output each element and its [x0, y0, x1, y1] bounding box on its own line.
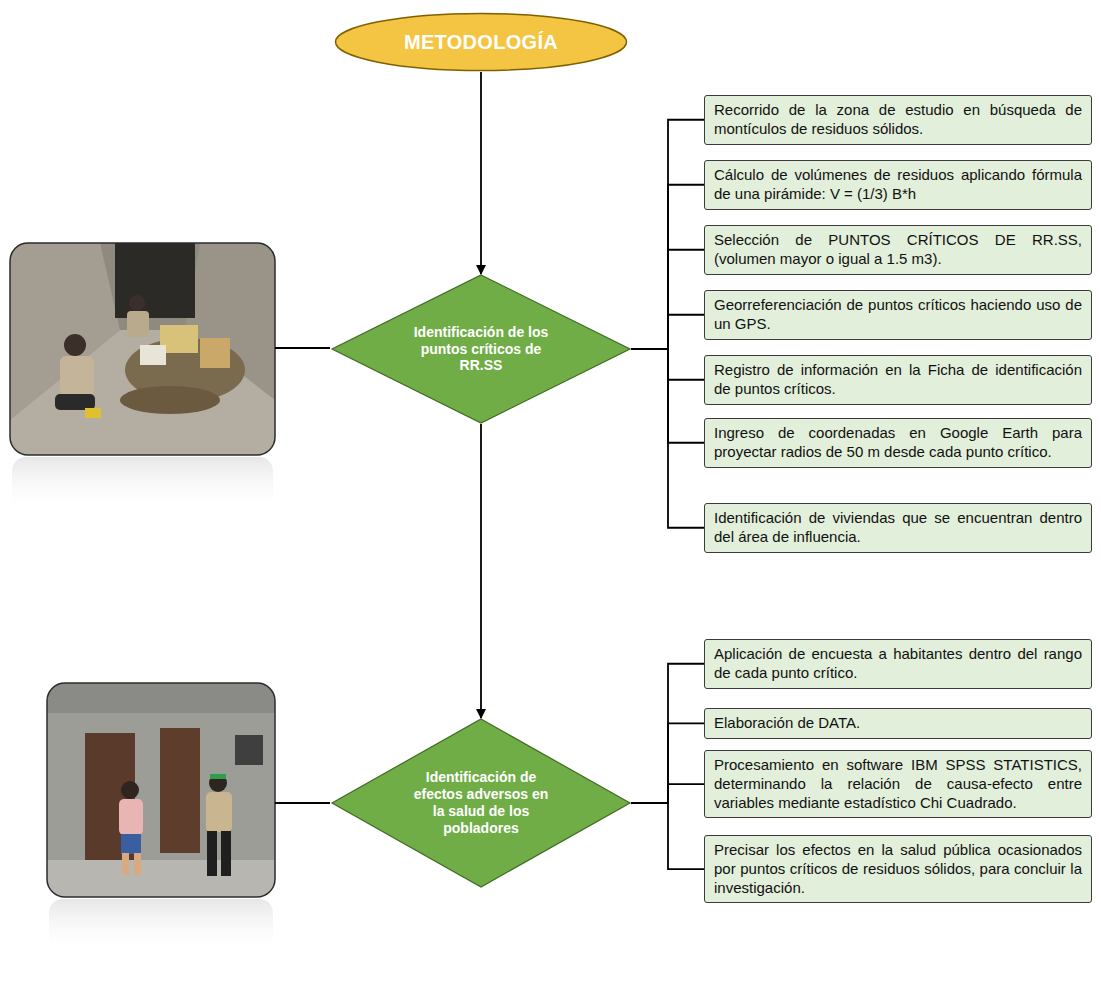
- bracket-line: [631, 315, 704, 349]
- node-text: Elaboración de DATA.: [714, 714, 1082, 733]
- process-box: Ingreso de coordenadas en Google Earth p…: [704, 418, 1092, 468]
- node-text: Identificación de efectos adversos en la…: [411, 769, 551, 836]
- node-text: Procesamiento en software IBM SPSS STATI…: [714, 756, 1082, 812]
- bracket-line: [631, 723, 704, 803]
- node-text: Identificación de los puntos críticos de…: [411, 324, 551, 374]
- process-box: Precisar los efectos en la salud pública…: [704, 835, 1092, 903]
- node-text: Selección de PUNTOS CRÍTICOS DE RR.SS, (…: [714, 231, 1082, 269]
- node-text: METODOLOGÍA: [404, 31, 558, 54]
- node-text: Recorrido de la zona de estudio en búsqu…: [714, 101, 1082, 139]
- bracket-line: [631, 250, 704, 349]
- bracket-line: [631, 349, 704, 528]
- node-text: Identificación de viviendas que se encue…: [714, 509, 1082, 547]
- node-text: Registro de información en la Ficha de i…: [714, 361, 1082, 399]
- process-box: Recorrido de la zona de estudio en búsqu…: [704, 95, 1092, 145]
- node-text: Aplicación de encuesta a habitantes dent…: [714, 645, 1082, 683]
- process-box: Procesamiento en software IBM SPSS STATI…: [704, 750, 1092, 818]
- decision-diamond: Identificación de los puntos críticos de…: [331, 274, 631, 424]
- bracket-line: [631, 185, 704, 349]
- photo-link-line: [275, 802, 330, 804]
- node-text: Cálculo de volúmenes de residuos aplican…: [714, 166, 1082, 204]
- bracket-line: [631, 803, 704, 869]
- process-box: Identificación de viviendas que se encue…: [704, 503, 1092, 553]
- photo-link-line: [275, 347, 330, 349]
- decision-diamond: Identificación de efectos adversos en la…: [331, 718, 631, 888]
- process-box: Aplicación de encuesta a habitantes dent…: [704, 639, 1092, 689]
- node-text: Georreferenciación de puntos críticos ha…: [714, 296, 1082, 334]
- flow-arrow: [480, 424, 482, 718]
- start-ellipse: METODOLOGÍA: [334, 12, 628, 72]
- survey-photo: [47, 683, 275, 954]
- bracket-line: [631, 784, 704, 803]
- photo-reflection: [12, 457, 273, 512]
- field-photo: [10, 243, 275, 512]
- bracket-line: [631, 664, 704, 803]
- process-box: Selección de PUNTOS CRÍTICOS DE RR.SS, (…: [704, 225, 1092, 275]
- bracket-line: [631, 120, 704, 349]
- process-box: Georreferenciación de puntos críticos ha…: [704, 290, 1092, 340]
- photo-reflection: [49, 899, 273, 954]
- process-box: Cálculo de volúmenes de residuos aplican…: [704, 160, 1092, 210]
- process-box: Elaboración de DATA.: [704, 708, 1092, 739]
- flow-arrow: [480, 72, 482, 274]
- node-text: Precisar los efectos en la salud pública…: [714, 841, 1082, 897]
- node-text: Ingreso de coordenadas en Google Earth p…: [714, 424, 1082, 462]
- process-box: Registro de información en la Ficha de i…: [704, 355, 1092, 405]
